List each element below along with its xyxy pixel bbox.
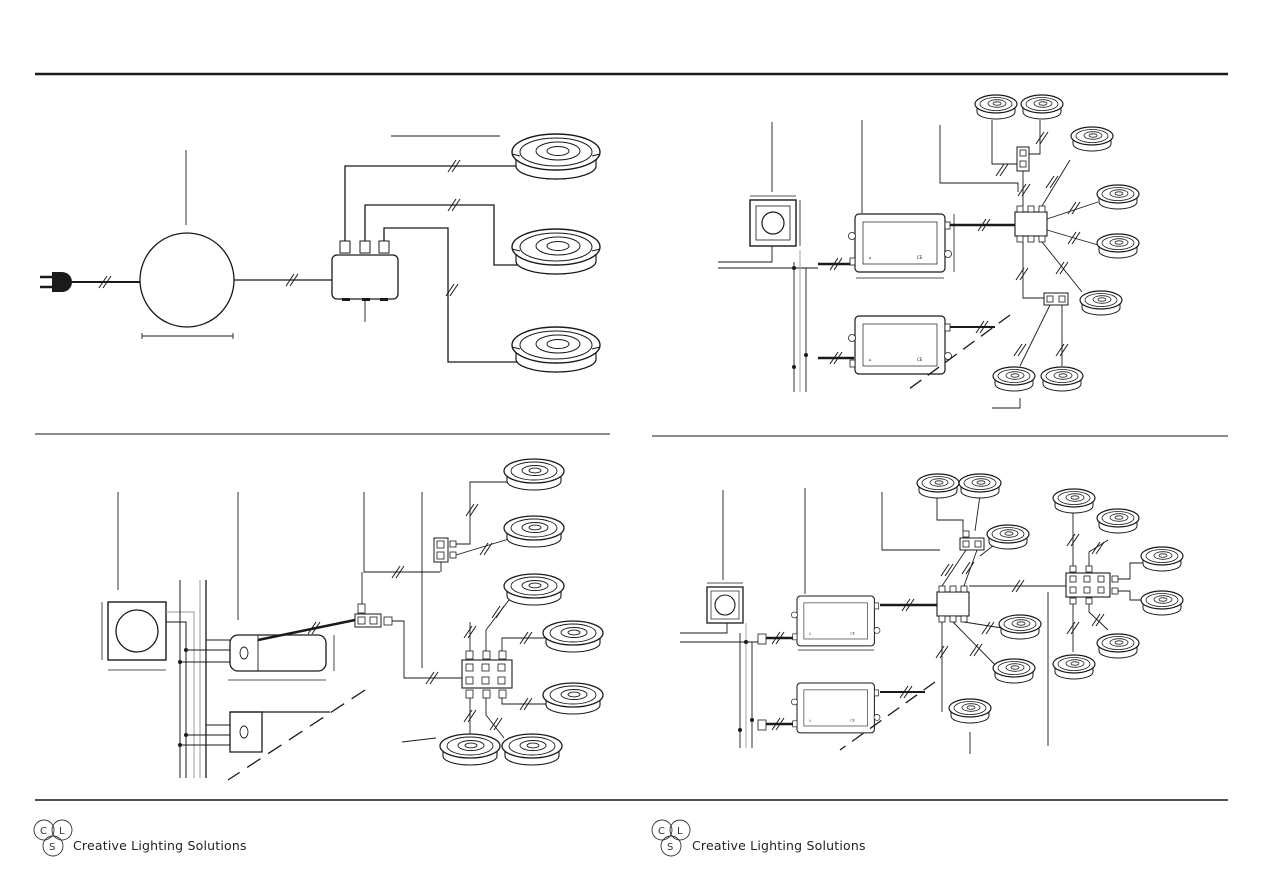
downlight-icon — [1079, 290, 1123, 316]
downlight-icon — [948, 698, 992, 724]
downlight-icon — [1096, 184, 1140, 210]
downlight-icon — [1070, 126, 1114, 152]
svg-text:C: C — [40, 826, 47, 837]
downlight-icon — [1096, 633, 1140, 659]
downlight-icon — [1052, 488, 1096, 514]
driver-icon — [790, 682, 881, 734]
brand-name-right: Creative Lighting Solutions — [692, 838, 866, 853]
driver-icon — [229, 634, 327, 672]
downlight-icon — [1140, 590, 1184, 616]
splitter-icon — [1065, 572, 1111, 598]
svg-text:L: L — [677, 826, 683, 837]
plug-icon — [40, 272, 72, 292]
panel-plug-in-kit — [40, 133, 601, 373]
downlight-icon — [986, 524, 1030, 550]
downlight-icon — [958, 473, 1002, 499]
downlight-icon — [1096, 233, 1140, 259]
downlight-icon — [998, 614, 1042, 640]
downlight-icon — [916, 473, 960, 499]
downlight-icon — [511, 133, 601, 180]
driver-icon — [229, 711, 263, 753]
downlight-icon — [511, 228, 601, 275]
cls-logo-icon: C L S — [33, 819, 73, 857]
splitter-icon — [331, 240, 399, 301]
panel-extension-kit — [101, 458, 604, 781]
driver-icon — [847, 213, 953, 273]
svg-text:L: L — [59, 826, 65, 837]
downlight-icon — [503, 458, 565, 491]
switch-icon — [107, 601, 167, 661]
downlight-icon — [511, 326, 601, 373]
downlight-icon — [439, 733, 501, 766]
downlight-icon — [1096, 508, 1140, 534]
svg-text:S: S — [667, 842, 673, 853]
switch-icon — [706, 586, 744, 624]
downlight-icon — [503, 573, 565, 606]
downlight-icon — [1040, 366, 1084, 392]
panel-mains-extension-kit — [680, 473, 1184, 754]
brand-name-left: Creative Lighting Solutions — [73, 838, 247, 853]
cls-logo-icon: C L S — [651, 819, 691, 857]
downlight-icon — [501, 733, 563, 766]
downlight-icon — [974, 94, 1018, 120]
round-driver-icon — [139, 232, 235, 328]
downlight-icon — [992, 366, 1036, 392]
splitter-icon — [1014, 211, 1048, 237]
downlight-icon — [992, 658, 1036, 684]
switch-icon — [749, 199, 797, 247]
downlight-icon — [503, 515, 565, 548]
svg-text:S: S — [49, 842, 55, 853]
driver-icon — [847, 315, 953, 375]
splitter-icon — [936, 591, 970, 617]
panel-mains-kit — [718, 94, 1140, 409]
driver-icon — [790, 595, 881, 647]
svg-text:C: C — [658, 826, 665, 837]
downlight-icon — [1052, 654, 1096, 680]
downlight-icon — [1020, 94, 1064, 120]
downlight-icon — [542, 682, 604, 715]
downlight-icon — [542, 620, 604, 653]
downlight-icon — [1140, 546, 1184, 572]
splitter-icon — [461, 659, 513, 689]
